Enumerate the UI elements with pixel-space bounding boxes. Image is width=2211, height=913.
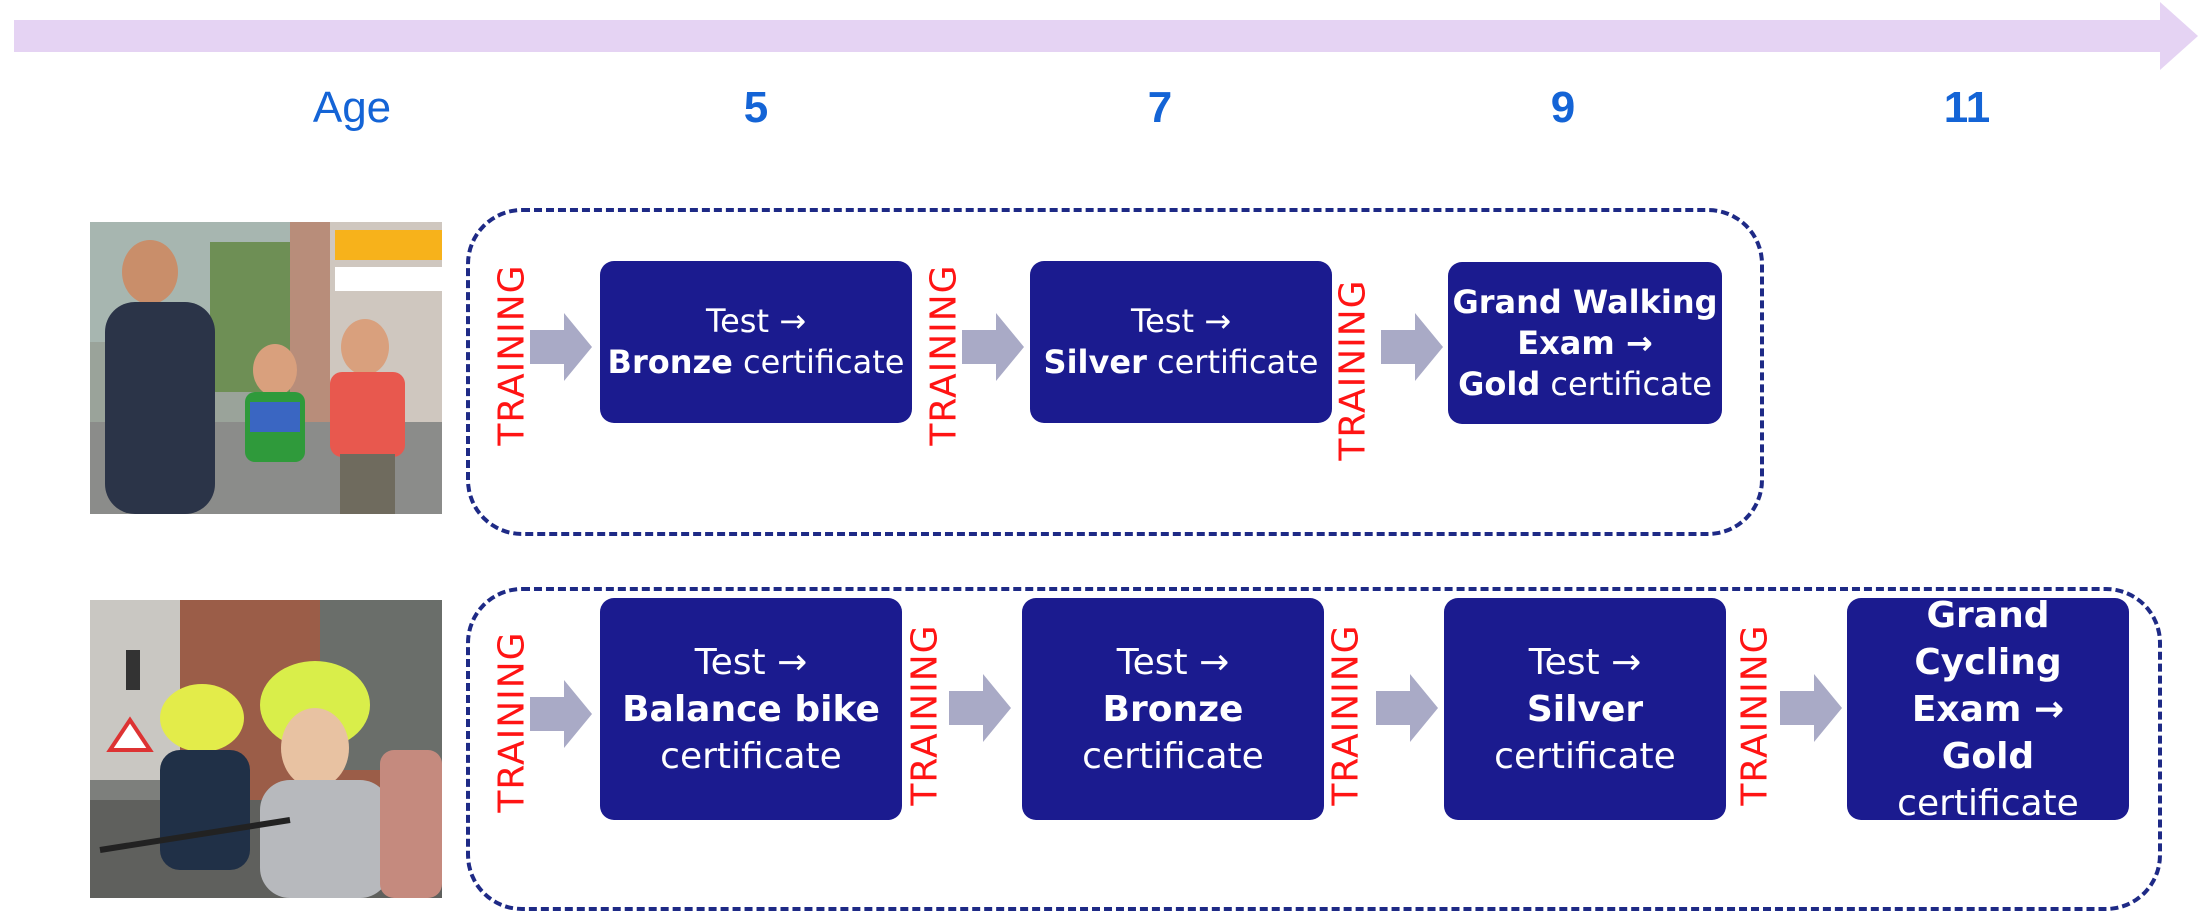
cycling-bronze-step: Test → Bronze certificate — [1022, 598, 1324, 820]
training-label: TRAINING — [923, 264, 965, 446]
age-9: 9 — [1550, 83, 1576, 132]
age-11: 11 — [1943, 83, 1991, 132]
training-label: TRAINING — [491, 631, 533, 813]
grand-exam-title: Grand Walking — [1452, 282, 1718, 321]
certificate-level: Gold — [1941, 735, 2035, 777]
certificate-word: certificate — [1146, 343, 1319, 381]
step-test-label: Test → — [706, 302, 806, 340]
certificate-word: certificate — [1897, 782, 2079, 824]
certificate-level: Gold — [1458, 364, 1541, 403]
right-arrow-icon — [949, 674, 1011, 742]
cycling-balance-bike-step: Test → Balance bike certificate — [600, 598, 902, 820]
certificate-word: certificate — [732, 343, 905, 381]
children-cycling-photo — [90, 600, 442, 898]
right-arrow-icon — [1376, 674, 1438, 742]
training-label: TRAINING — [491, 264, 533, 446]
age-label: Age — [312, 83, 392, 132]
step-certificate-line: Silver certificate — [1044, 342, 1319, 383]
step-certificate-line: Bronze certificate — [608, 342, 905, 383]
timeline-arrow-icon — [2160, 2, 2198, 70]
right-arrow-icon — [1780, 674, 1842, 742]
right-arrow-icon — [1381, 313, 1443, 381]
age-7: 7 — [1147, 83, 1173, 132]
training-label: TRAINING — [1332, 279, 1374, 461]
step-test-label: Test → — [1528, 641, 1642, 683]
right-arrow-icon — [962, 313, 1024, 381]
exam-label: Exam → — [1911, 688, 2065, 730]
cycling-silver-step: Test → Silver certificate — [1444, 598, 1726, 820]
walking-silver-step: Test → Silver certificate — [1030, 261, 1332, 423]
certificate-level: Silver — [1043, 343, 1147, 381]
walking-gold-step: Grand Walking Exam → Gold certificate — [1448, 262, 1722, 424]
right-arrow-icon — [530, 313, 592, 381]
cycling-path-group — [466, 587, 2162, 911]
grand-exam-title: Grand Cycling — [1914, 594, 2062, 683]
family-walking-photo — [90, 222, 442, 514]
certificate-word: certificate — [1082, 735, 1264, 777]
exam-label: Exam → — [1517, 323, 1653, 362]
step-test-label: Test → — [1116, 641, 1230, 683]
timeline-bar — [14, 20, 2164, 52]
cycling-gold-step: Grand Cycling Exam → Gold certificate — [1847, 595, 2129, 824]
step-test-label: Test → — [1131, 302, 1231, 340]
training-label: TRAINING — [1325, 624, 1367, 806]
certificate-level: Bronze — [1102, 688, 1244, 730]
walking-path-group — [466, 208, 1764, 536]
certificate-level: Bronze — [607, 343, 733, 381]
right-arrow-icon — [530, 680, 592, 748]
training-label: TRAINING — [1734, 624, 1776, 806]
certificate-word: certificate — [1494, 735, 1676, 777]
certificate-word: certificate — [1540, 364, 1712, 403]
training-label: TRAINING — [904, 624, 946, 806]
walking-bronze-step: Test → Bronze certificate — [600, 261, 912, 423]
step-test-label: Test → — [694, 641, 808, 683]
certificate-level: Balance bike — [622, 688, 880, 730]
certificate-word: certificate — [660, 735, 842, 777]
step-certificate-line: Gold certificate — [1458, 364, 1712, 405]
age-5: 5 — [743, 83, 769, 132]
certificate-level: Silver — [1526, 688, 1644, 730]
